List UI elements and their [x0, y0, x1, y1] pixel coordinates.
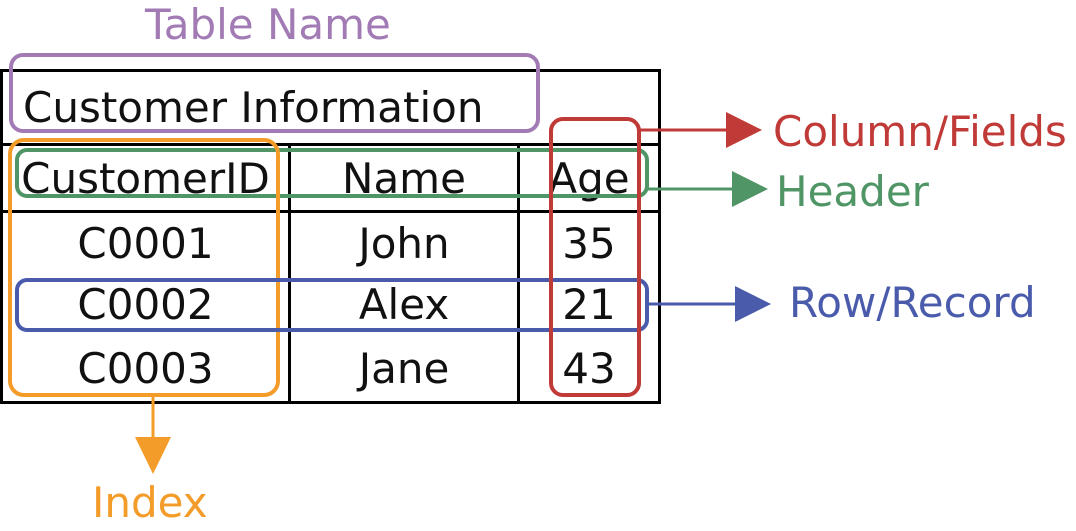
- header-arrow-head: [732, 171, 768, 207]
- row-arrow-head: [735, 286, 771, 322]
- table-name-label: Table Name: [145, 0, 391, 49]
- cell-customerid: C0001: [0, 211, 291, 274]
- header-label: Header: [776, 167, 929, 216]
- cell-name: John: [288, 211, 520, 274]
- column-arrow-head: [726, 112, 762, 148]
- index-arrow-head: [135, 437, 171, 474]
- table-row: C0001 John 35: [0, 211, 662, 274]
- cell-customerid: C0002: [0, 274, 291, 335]
- customer-table: Customer Information CustomerID Name Age…: [0, 69, 662, 404]
- cell-customerid: C0003: [0, 335, 291, 404]
- row-record-label: Row/Record: [789, 278, 1036, 327]
- table-row: C0003 Jane 43: [0, 335, 662, 404]
- cell-name: Alex: [288, 274, 520, 335]
- table-row: C0002 Alex 21: [0, 274, 662, 335]
- header-cell-name: Name: [288, 143, 520, 213]
- table-title-cell: Customer Information: [0, 69, 662, 146]
- index-label: Index: [92, 478, 208, 527]
- column-fields-label: Column/Fields: [773, 107, 1067, 156]
- cell-age: 43: [516, 335, 662, 404]
- header-cell-customerid: CustomerID: [0, 143, 291, 213]
- cell-age: 35: [516, 211, 662, 274]
- cell-age: 21: [516, 274, 662, 335]
- cell-name: Jane: [288, 335, 520, 404]
- header-row: CustomerID Name Age: [0, 143, 662, 213]
- header-cell-age: Age: [516, 143, 662, 213]
